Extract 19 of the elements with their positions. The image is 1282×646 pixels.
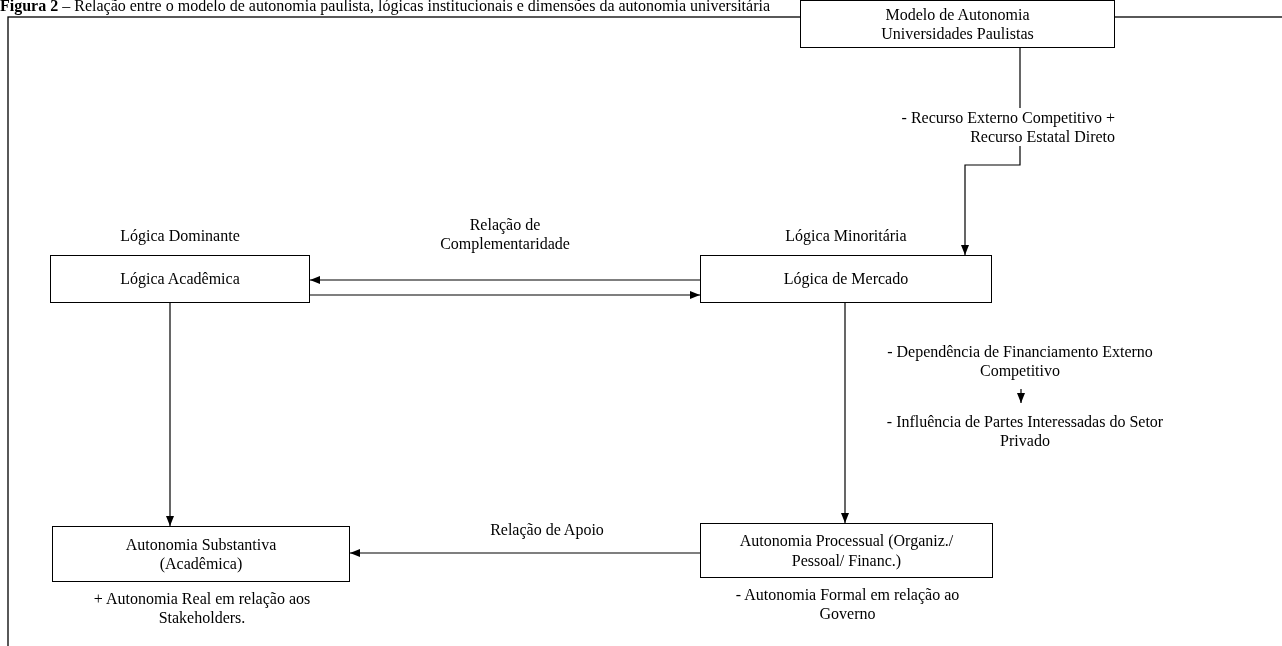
note-text: - Influência de Partes Interessadas do Setor Privado [860,408,1190,454]
arrow [841,302,849,524]
box-text: Autonomia Processual (Organiz./ Pessoal/ Financ.) [738,531,955,570]
process-box [800,0,1115,48]
arrow [309,291,701,299]
arrow [166,302,174,527]
note-text: - Autonomia Formal em relação ao Governo [734,585,961,624]
arrow [349,549,701,557]
box-heading: Lógica Minoritária [784,226,908,246]
box-text: Modelo de Autonomia Universidades Paulistas [880,4,1035,44]
box-text: Autonomia Substantiva (Acadêmica) [124,534,278,574]
note-text: + Autonomia Real em relação aos Stakeholders. [92,589,312,628]
arrow [1017,388,1025,404]
figure-title: Figura 2 – Relação entre o modelo de autonomia paulista, lógicas institucionais e dimensões da autonomia universitária [0,0,771,15]
box-heading: Lógica Dominante [119,226,241,246]
box-text: Lógica Acadêmica [119,269,241,289]
box-text: Lógica de Mercado [782,269,910,289]
arrow [309,276,701,284]
note-text: - Dependência de Financiamento Externo Competitivo [875,338,1165,384]
